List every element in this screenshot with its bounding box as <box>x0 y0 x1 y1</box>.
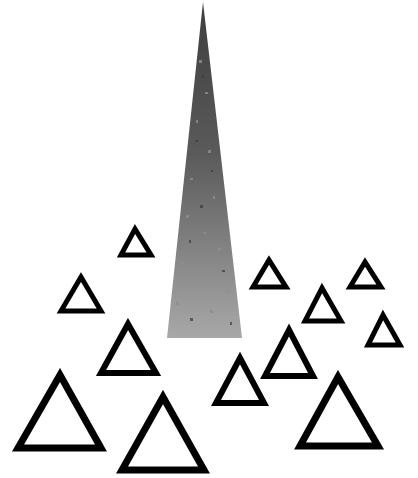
triangle-diagram <box>0 0 418 478</box>
